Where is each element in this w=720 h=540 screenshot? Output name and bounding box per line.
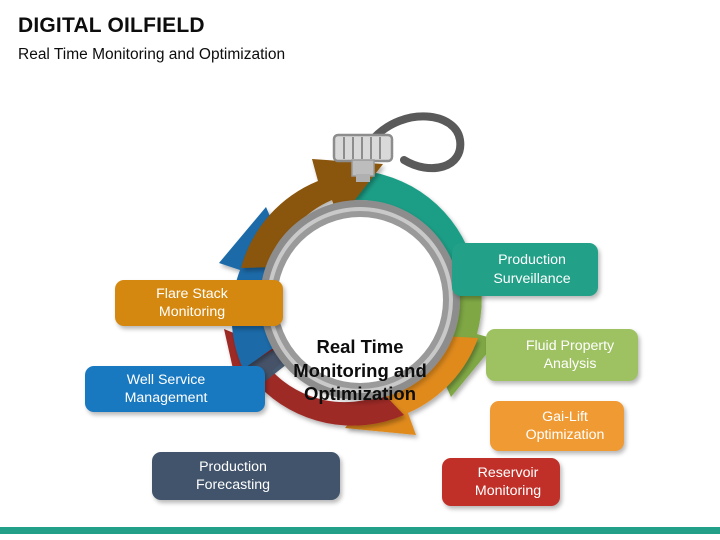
callout-label: Production Surveillance [493,252,571,287]
callout-label: Fluid Property Analysis [525,337,615,372]
callout-label: Gai-Lift Optimization [525,408,605,443]
callout-label: Reservoir Monitoring [474,464,542,499]
stopwatch-icon [332,112,465,182]
page-title: DIGITAL OILFIELD [18,14,205,37]
callout-label: Flare Stack Monitoring [156,285,228,320]
cycle-diagram: Real Time Monitoring and Optimization Fl… [0,90,720,506]
cycle-ring-graphic [219,112,498,435]
stopwatch-dial [260,200,460,400]
callout-production-surveillance[interactable]: Production Surveillance [452,243,598,296]
header: DIGITAL OILFIELD Real Time Monitoring an… [18,14,678,64]
callout-reservoir-monitoring[interactable]: Reservoir Monitoring [442,458,560,506]
callout-label: Production Forecasting [195,458,271,493]
callout-production-forecasting[interactable]: Production Forecasting [152,452,340,500]
callout-gas-lift-optimization[interactable]: Gai-Lift Optimization [490,401,624,451]
ring-segment-flare-stack-monitoring [241,159,383,268]
page-subtitle: Real Time Monitoring and Optimization [18,45,286,63]
callout-flare-stack-monitoring[interactable]: Flare Stack Monitoring [115,280,283,326]
callout-fluid-property-analysis[interactable]: Fluid Property Analysis [486,329,638,381]
bottom-accent-bar [0,527,720,534]
callout-well-service-management[interactable]: Well Service Management [85,366,265,412]
callout-label: Well Service Management [124,371,208,406]
